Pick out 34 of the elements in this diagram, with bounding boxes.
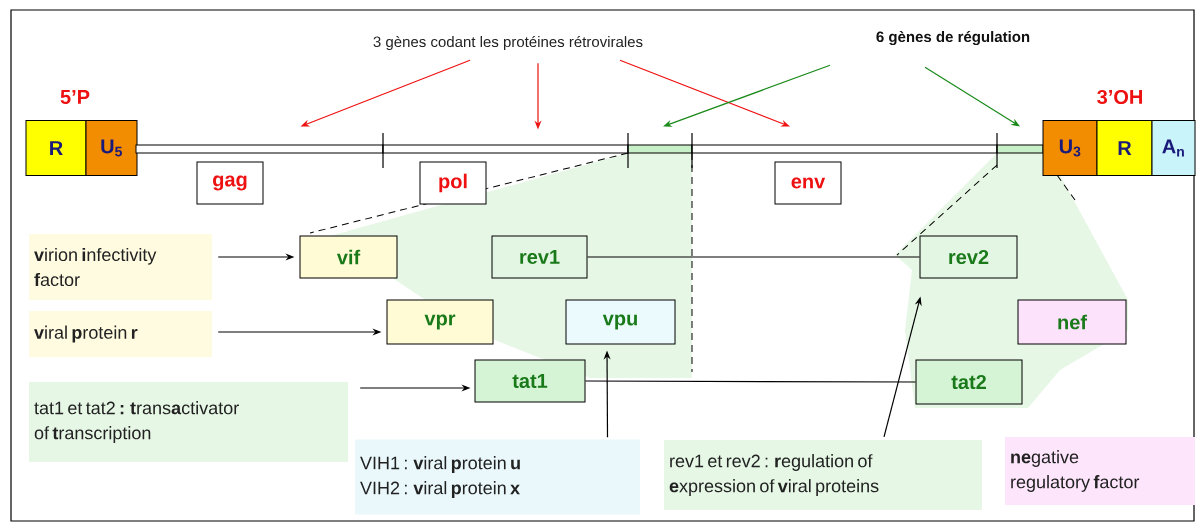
end-label: 5’P <box>60 90 90 104</box>
protein-box: tat2 <box>915 359 1023 405</box>
ltr-box: U$_{3}$ <box>1042 120 1098 176</box>
genome-segment <box>627 144 693 154</box>
protein-box: rev2 <box>919 235 1018 279</box>
protein-box: vif <box>299 235 398 279</box>
description-text: tat1 et tat2 : transactivator of transcription <box>29 382 348 462</box>
protein-box: tat1 <box>474 359 586 403</box>
protein-box: vpr <box>386 299 494 345</box>
genome-segment <box>996 144 1044 154</box>
arrow <box>663 64 831 127</box>
ltr-box: U$_{5}$ <box>85 120 138 176</box>
gene-box: gag <box>196 161 264 205</box>
description-text: rev1 et rev2 : regulation of expression of viral proteins <box>664 440 982 510</box>
protein-box: rev1 <box>491 235 588 279</box>
description-text: negative regulatory factor <box>1005 437 1195 505</box>
heading-text: 3 gènes codant les protéines rétrovirales <box>373 35 643 51</box>
description-text: VIH1 : viral protein u VIH2 : viral protein x <box>355 439 640 515</box>
gene-box: pol <box>419 161 487 205</box>
description-text: viral protein r <box>29 311 212 357</box>
genome-segment <box>382 144 629 154</box>
protein-box: vpu <box>565 299 676 345</box>
ltr-box: R <box>1096 120 1153 176</box>
description-text: virion infectivity factor <box>29 234 212 300</box>
genome-segment <box>135 144 384 154</box>
ltr-box: R <box>25 120 87 176</box>
arrow <box>619 59 790 127</box>
heading-text: 6 gènes de régulation <box>876 30 1030 46</box>
end-label: 3’OH <box>1097 89 1142 105</box>
arrow <box>924 66 1020 127</box>
ltr-box: A$_{n}$ <box>1151 120 1196 176</box>
genome-segment <box>691 144 998 154</box>
protein-box: nef <box>1017 299 1127 345</box>
gene-box: env <box>774 161 842 205</box>
